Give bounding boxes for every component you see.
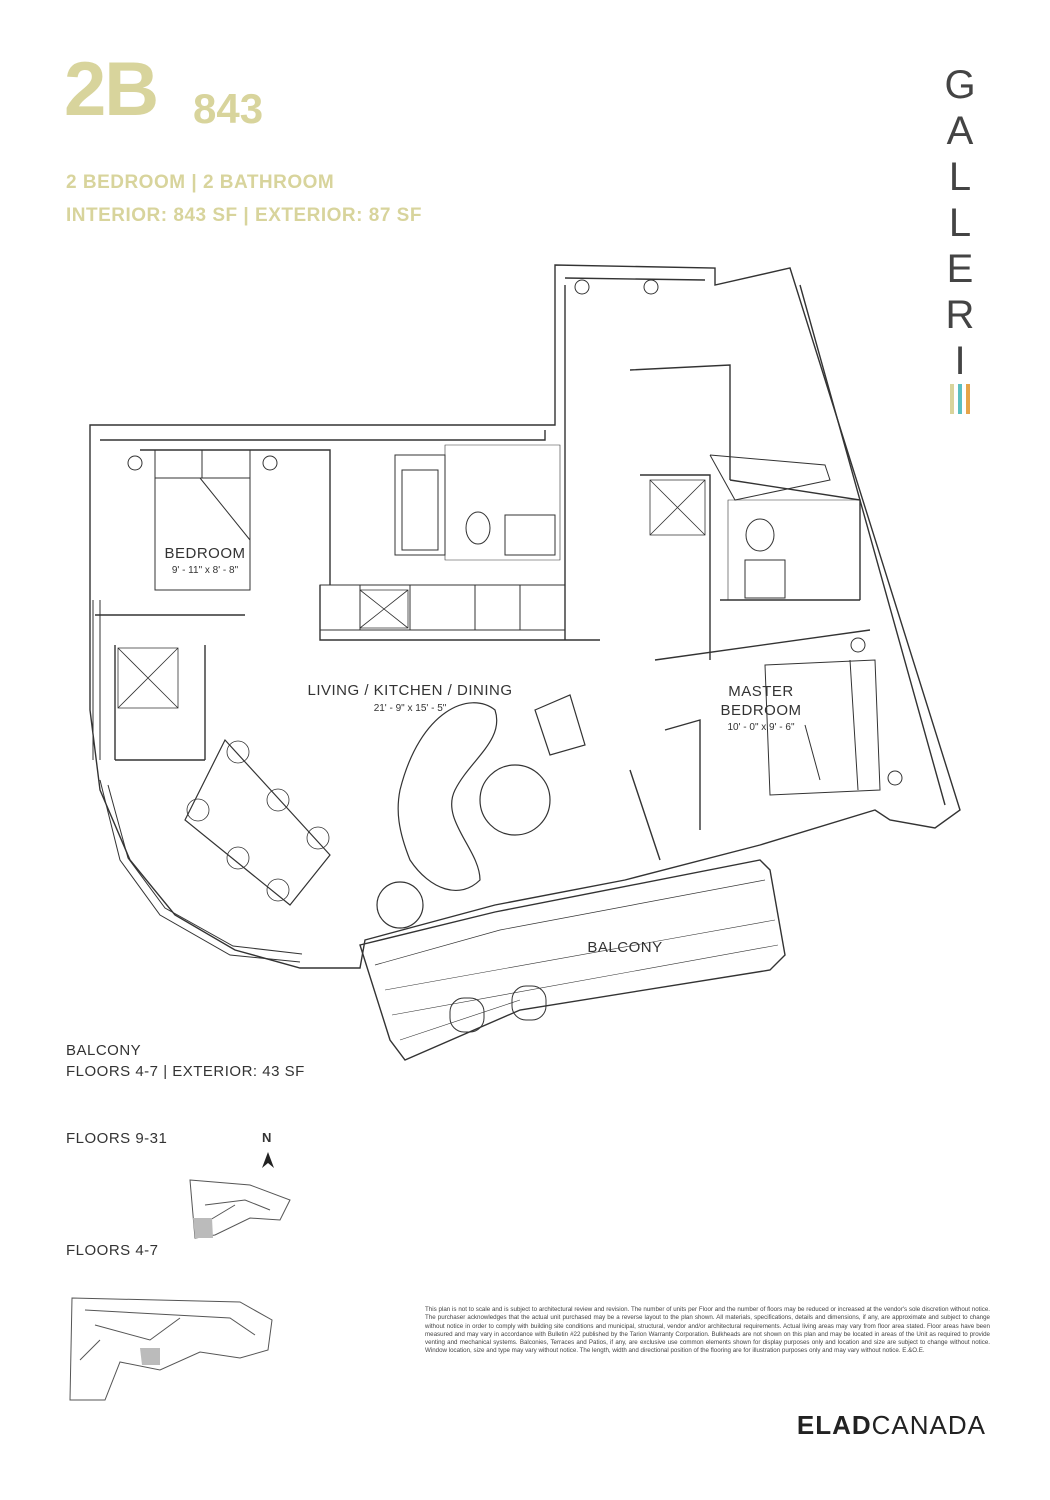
unit-code: 2B	[64, 47, 159, 132]
elad-canada-logo: ELADCANADA	[797, 1410, 986, 1441]
unit-areas: INTERIOR: 843 SF | EXTERIOR: 87 SF	[66, 205, 422, 226]
keyplan-upper-label: FLOORS 9-31	[66, 1130, 168, 1147]
logo-bold: ELAD	[796, 1410, 872, 1440]
keyplan-lower	[69, 1297, 273, 1401]
keyplan-lower-label: FLOORS 4-7	[66, 1242, 159, 1259]
bedroom-dims: 9' - 11" x 8' - 8"	[171, 565, 239, 576]
bedroom-label: BEDROOM	[164, 545, 246, 562]
unit-size: 843	[193, 85, 264, 132]
brand-letter: A	[946, 109, 974, 153]
keyplan-upper-highlight	[193, 1218, 213, 1238]
brand-letter: G	[944, 63, 976, 107]
master-dims: 10' - 0" x 9' - 6"	[727, 722, 795, 733]
brand-letter: L	[948, 155, 972, 199]
balcony-note-detail: FLOORS 4-7 | EXTERIOR: 43 SF	[66, 1063, 305, 1080]
master-label-line2: BEDROOM	[720, 702, 802, 719]
galleria-logo: G A L L E R I	[930, 62, 990, 424]
brand-bar	[950, 384, 954, 414]
exterior-walls	[89, 264, 961, 1061]
brand-bar	[958, 384, 962, 414]
bed-bath-count: 2 BEDROOM | 2 BATHROOM	[66, 172, 335, 193]
brand-bars	[930, 384, 990, 424]
north-arrow-icon	[262, 1152, 274, 1168]
north-label: N	[262, 1130, 272, 1145]
brand-letter: L	[948, 201, 972, 245]
brand-bar	[966, 384, 970, 414]
living-label: LIVING / KITCHEN / DINING	[307, 682, 513, 699]
balcony-note-title: BALCONY	[66, 1042, 142, 1059]
keyplan-lower-highlight	[140, 1348, 160, 1365]
master-label-line1: MASTER	[728, 683, 794, 700]
logo-light: CANADA	[871, 1410, 986, 1440]
legal-disclaimer: This plan is not to scale and is subject…	[425, 1306, 990, 1355]
living-dims: 21' - 9" x 15' - 5"	[373, 703, 447, 714]
brand-letter: I	[954, 339, 966, 383]
brand-letter: E	[946, 247, 974, 291]
balcony-label: BALCONY	[587, 939, 663, 956]
brand-letter: R	[945, 293, 975, 337]
